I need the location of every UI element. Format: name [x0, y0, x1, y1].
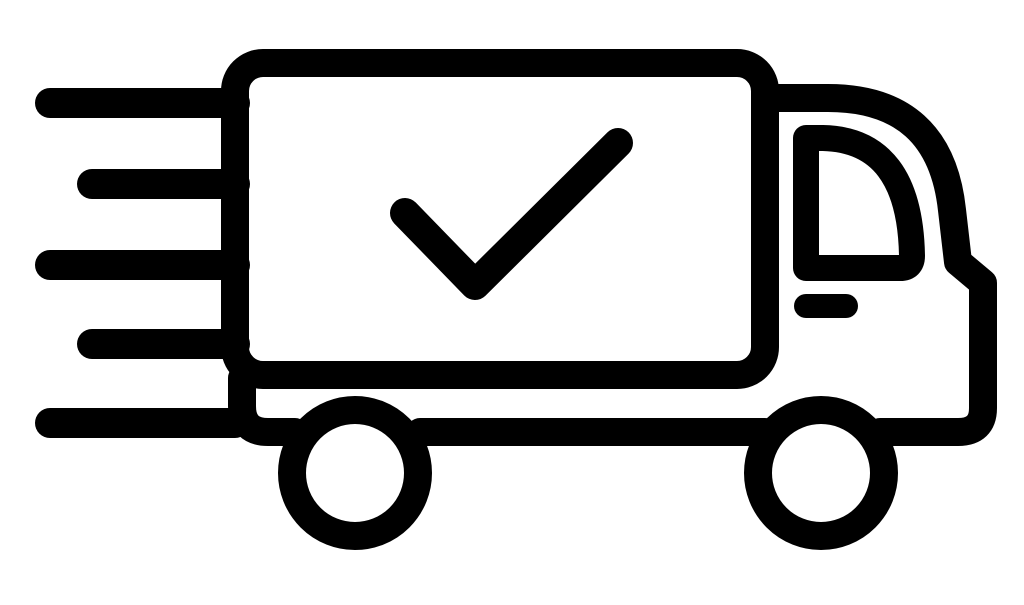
cargo-box — [221, 49, 779, 389]
front-wheel — [744, 396, 898, 550]
check-mark-icon — [390, 128, 633, 300]
rear-wheel — [278, 396, 432, 550]
window — [793, 125, 925, 281]
wheels — [278, 396, 898, 550]
speed-lines — [35, 88, 250, 438]
truck-body — [228, 84, 997, 446]
